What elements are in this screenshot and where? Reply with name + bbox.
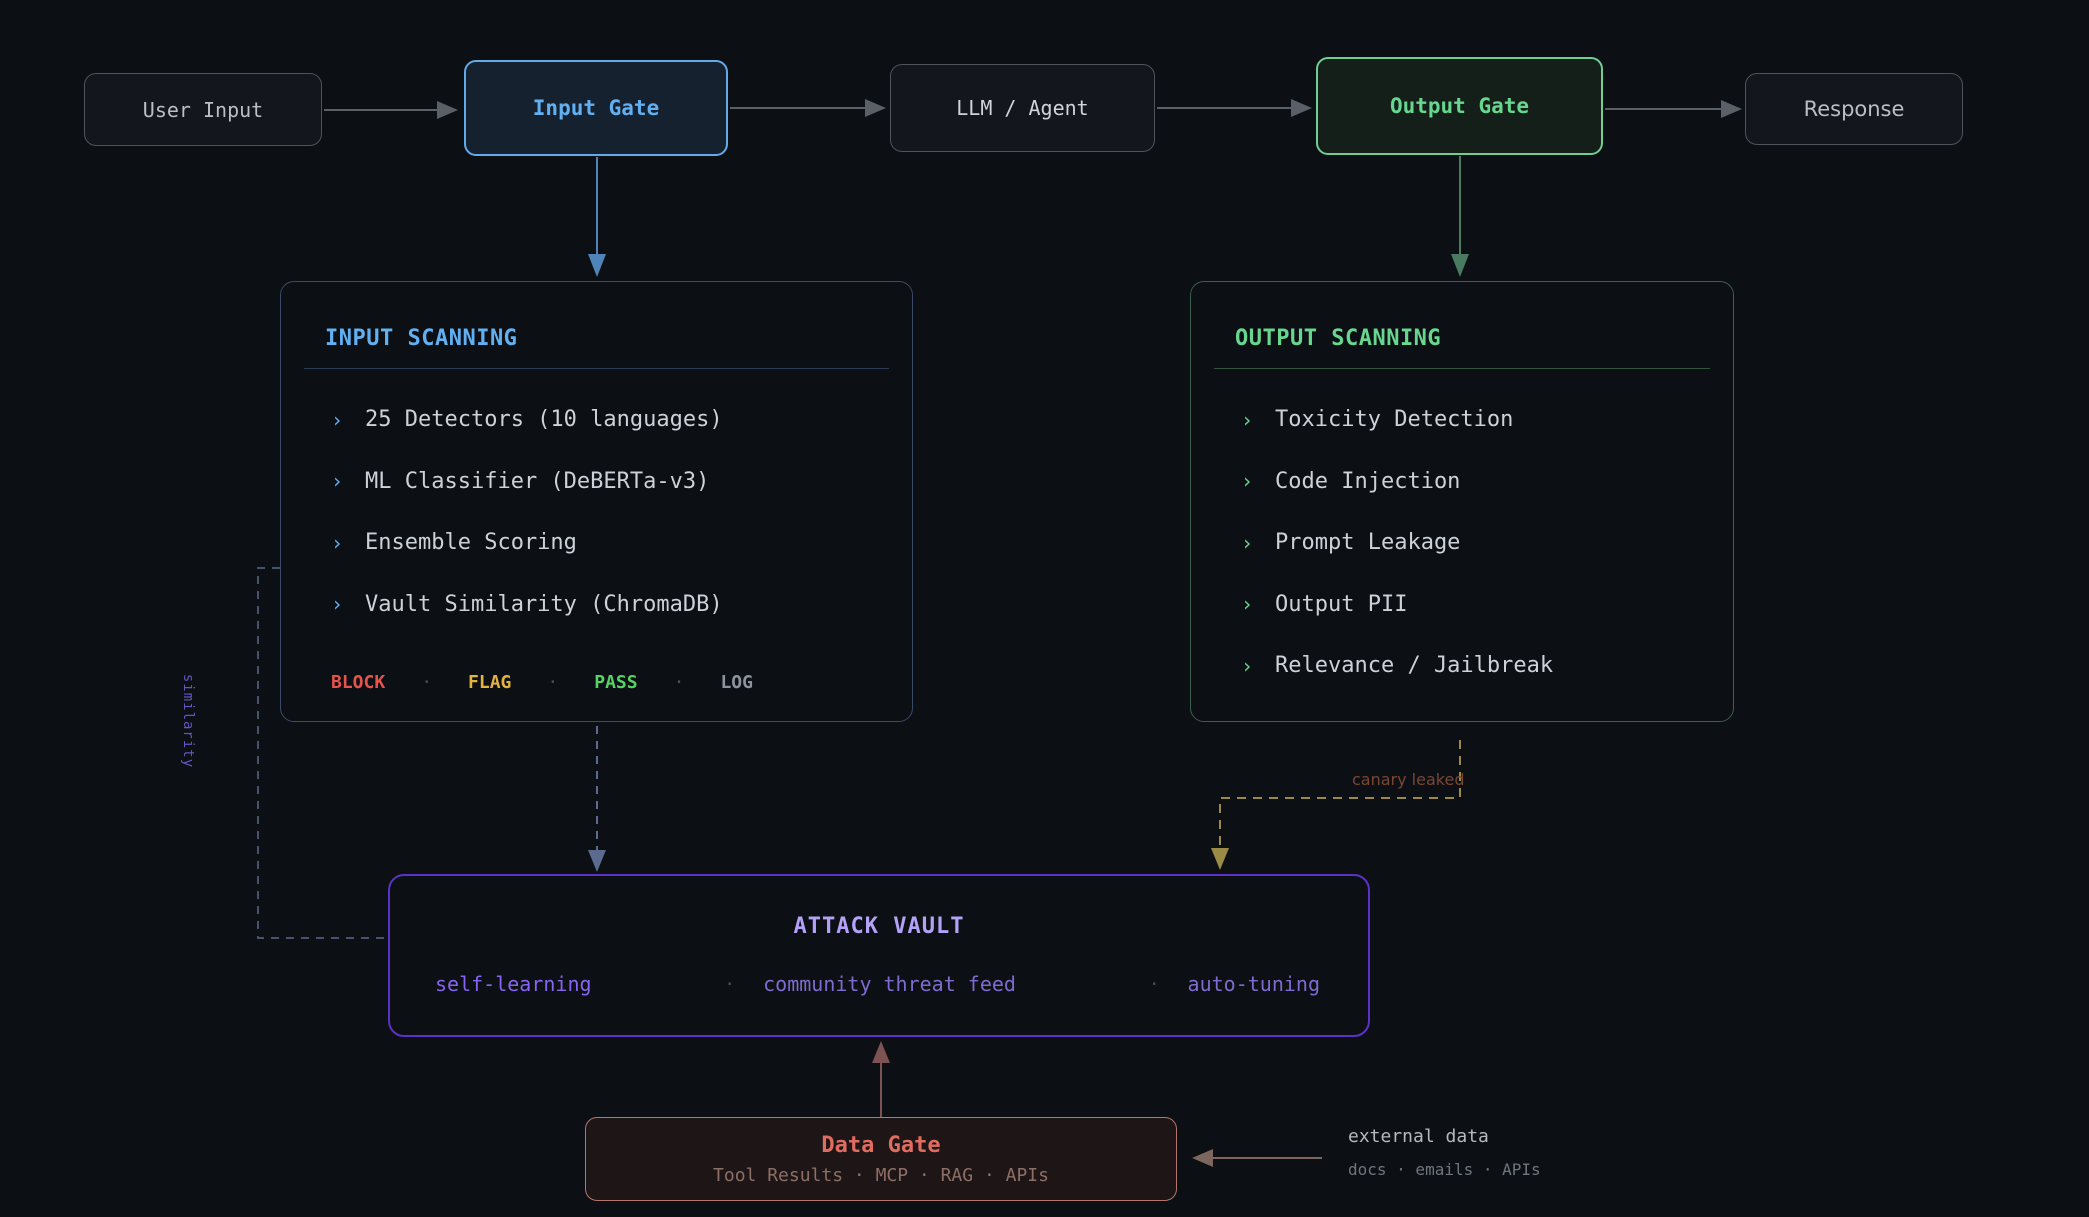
scan-item-label: Vault Similarity (ChromaDB) [365, 591, 723, 617]
external-data-title: external data [1348, 1126, 1489, 1147]
arrowhead-right-icon [865, 99, 886, 117]
verdict-flag: FLAG [468, 671, 512, 693]
scan-item-label: Prompt Leakage [1275, 530, 1461, 556]
external-data-subtitle: docs · emails · APIs [1348, 1160, 1541, 1179]
node-label: LLM / Agent [956, 96, 1089, 120]
arrowhead-down-icon [1451, 254, 1469, 277]
chevron-right-icon: › [1241, 530, 1254, 555]
panel-title: OUTPUT SCANNING [1235, 326, 1442, 351]
chevron-right-icon: › [331, 530, 344, 555]
scan-item-list: › 25 Detectors (10 languages) › ML Class… [331, 389, 892, 635]
data-gate-box: Data Gate Tool Results · MCP · RAG · API… [585, 1117, 1177, 1201]
scan-item: › Vault Similarity (ChromaDB) [331, 574, 892, 636]
chevron-right-icon: › [331, 407, 344, 432]
arrowhead-left-icon [1192, 1149, 1213, 1167]
scan-item-label: Relevance / Jailbreak [1275, 653, 1554, 679]
node-input-gate: Input Gate [464, 60, 728, 156]
separator-dot: · [1148, 973, 1160, 995]
scan-item: › Prompt Leakage [1241, 512, 1713, 574]
scan-item: › ML Classifier (DeBERTa-v3) [331, 451, 892, 513]
scan-item: › 25 Detectors (10 languages) [331, 389, 892, 451]
arrowhead-up-icon [872, 1041, 890, 1063]
verdict-row: BLOCK · FLAG · PASS · LOG [331, 660, 753, 704]
divider [1214, 368, 1710, 369]
node-label: Response [1803, 97, 1905, 121]
edge-similarity [257, 567, 386, 939]
vault-item-row: self-learning · community threat feed · … [435, 972, 1320, 996]
chevron-right-icon: › [331, 592, 344, 617]
arrowhead-down-icon [1211, 848, 1229, 870]
scan-item: › Toxicity Detection [1241, 389, 1713, 451]
vault-title: ATTACK VAULT [793, 914, 965, 939]
chevron-right-icon: › [331, 469, 344, 494]
chevron-right-icon: › [1241, 407, 1254, 432]
node-label: Output Gate [1389, 94, 1530, 118]
scan-item: › Relevance / Jailbreak [1241, 635, 1713, 697]
panel-input-scanning: INPUT SCANNING › 25 Detectors (10 langua… [280, 281, 913, 722]
node-label: Input Gate [532, 96, 660, 120]
data-gate-title: Data Gate [821, 1132, 941, 1158]
verdict-log: LOG [720, 671, 753, 693]
scan-item-label: ML Classifier (DeBERTa-v3) [365, 468, 710, 494]
chevron-right-icon: › [1241, 469, 1254, 494]
separator-dot: · [673, 671, 685, 693]
node-output-gate: Output Gate [1316, 57, 1603, 155]
edge-canary-leaked [1219, 740, 1461, 848]
separator-dot: · [547, 671, 559, 693]
verdict-pass: PASS [594, 671, 638, 693]
node-response: Response [1745, 73, 1963, 145]
scan-item: › Output PII [1241, 574, 1713, 636]
chevron-right-icon: › [1241, 592, 1254, 617]
similarity-label: similarity [180, 673, 196, 769]
node-user-input: User Input [84, 73, 322, 146]
verdict-block: BLOCK [331, 671, 386, 693]
scan-item-label: Ensemble Scoring [365, 530, 577, 556]
panel-title: INPUT SCANNING [325, 326, 518, 351]
vault-item-community-threat-feed: community threat feed [763, 972, 1016, 996]
attack-vault-box: ATTACK VAULT self-learning · community t… [388, 874, 1370, 1037]
chevron-right-icon: › [1241, 653, 1254, 678]
node-llm-agent: LLM / Agent [890, 64, 1155, 152]
arrowhead-down-icon [588, 254, 606, 277]
scan-item-label: Output PII [1275, 591, 1408, 617]
divider [304, 368, 889, 369]
vault-item-auto-tuning: auto-tuning [1187, 972, 1320, 996]
arrowhead-down-icon [588, 850, 606, 872]
panel-output-scanning: OUTPUT SCANNING › Toxicity Detection › C… [1190, 281, 1734, 722]
scan-item-label: 25 Detectors (10 languages) [365, 407, 723, 433]
data-gate-subtitle: Tool Results · MCP · RAG · APIs [713, 1164, 1049, 1186]
scan-item: › Ensemble Scoring [331, 512, 892, 574]
arrowhead-right-icon [1291, 99, 1312, 117]
scan-item: › Code Injection [1241, 451, 1713, 513]
scan-item-list: › Toxicity Detection › Code Injection › … [1241, 389, 1713, 697]
external-data-label: external data docs · emails · APIs [1348, 1126, 1541, 1179]
canary-leaked-label: canary leaked [1352, 770, 1465, 789]
scan-item-label: Toxicity Detection [1275, 407, 1514, 433]
node-label: User Input [142, 97, 264, 122]
scan-item-label: Code Injection [1275, 468, 1461, 494]
vault-item-self-learning: self-learning [435, 972, 592, 996]
separator-dot: · [724, 973, 736, 995]
separator-dot: · [421, 671, 433, 693]
arrowhead-right-icon [1721, 100, 1742, 118]
arrowhead-right-icon [437, 101, 458, 119]
